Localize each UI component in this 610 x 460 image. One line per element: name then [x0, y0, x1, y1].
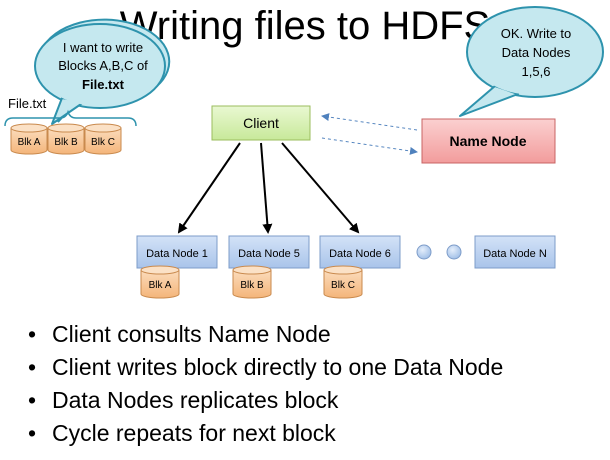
bullet-item: Client consults Name Node [28, 318, 503, 351]
block-label: Blk B [240, 280, 264, 291]
file-block-0: Blk A [10, 123, 48, 155]
block-label: Blk C [91, 137, 115, 148]
namenode-bubble-line-1: OK. Write to [501, 26, 572, 41]
file-brace [4, 109, 137, 127]
block-label: Blk B [54, 137, 78, 148]
data-node-1[interactable]: Data Node 5 [228, 235, 310, 269]
ellipsis-dot-1 [416, 244, 432, 260]
client-node[interactable]: Client [211, 105, 311, 141]
namenode-bubble-line-3: 1,5,6 [522, 64, 551, 79]
block-label: Blk C [331, 280, 355, 291]
write-arrow-datanode-5 [260, 142, 273, 234]
namenode-speech-bubble: OK. Write to Data Nodes 1,5,6 [459, 6, 604, 117]
data-node-block-2: Blk C [323, 265, 363, 299]
file-block-1: Blk B [47, 123, 85, 155]
file-blocks: Blk A Blk B Blk C [10, 123, 122, 155]
response-arrow [321, 137, 418, 155]
data-node-label: Data Node 6 [329, 248, 391, 260]
client-speech-bubble: I want to write Blocks A,B,C of File.txt [34, 18, 171, 125]
client-bubble-line-3: File.txt [82, 77, 125, 92]
file-block-2: Blk C [84, 123, 122, 155]
client-bubble-line-2: Blocks A,B,C of [58, 58, 148, 73]
data-node-label: Data Node 5 [238, 248, 300, 260]
file-label: File.txt [8, 96, 47, 111]
bullet-item: Cycle repeats for next block [28, 417, 503, 450]
namenode-node[interactable]: Name Node [421, 118, 556, 164]
page-title: Writing files to HDFS [119, 4, 491, 48]
namenode-bubble-line-2: Data Nodes [502, 45, 571, 60]
bullet-list: Client consults Name Node Client writes … [28, 318, 503, 450]
data-node-label: Data Node N [483, 248, 547, 260]
data-node-3[interactable]: Data Node N [474, 235, 556, 269]
block-label: Blk A [149, 280, 172, 291]
data-node-2[interactable]: Data Node 6 [319, 235, 401, 269]
ellipsis-dot-2 [446, 244, 462, 260]
bullet-item: Client writes block directly to one Data… [28, 351, 503, 384]
block-label: Blk A [18, 137, 41, 148]
bullet-item: Data Nodes replicates block [28, 384, 503, 417]
write-arrow-datanode-1 [177, 142, 241, 234]
data-node-block-0: Blk A [140, 265, 180, 299]
data-node-0[interactable]: Data Node 1 [136, 235, 218, 269]
client-bubble-line-1: I want to write [63, 40, 143, 55]
data-node-label: Data Node 1 [146, 248, 208, 260]
namenode-label: Name Node [449, 133, 526, 149]
write-arrow-datanode-6 [281, 142, 360, 234]
request-arrow [321, 113, 418, 131]
client-label: Client [243, 115, 279, 131]
data-node-block-1: Blk B [232, 265, 272, 299]
data-nodes: Data Node 1 Blk A Data Node 5 Blk B Data Nod… [136, 235, 556, 299]
